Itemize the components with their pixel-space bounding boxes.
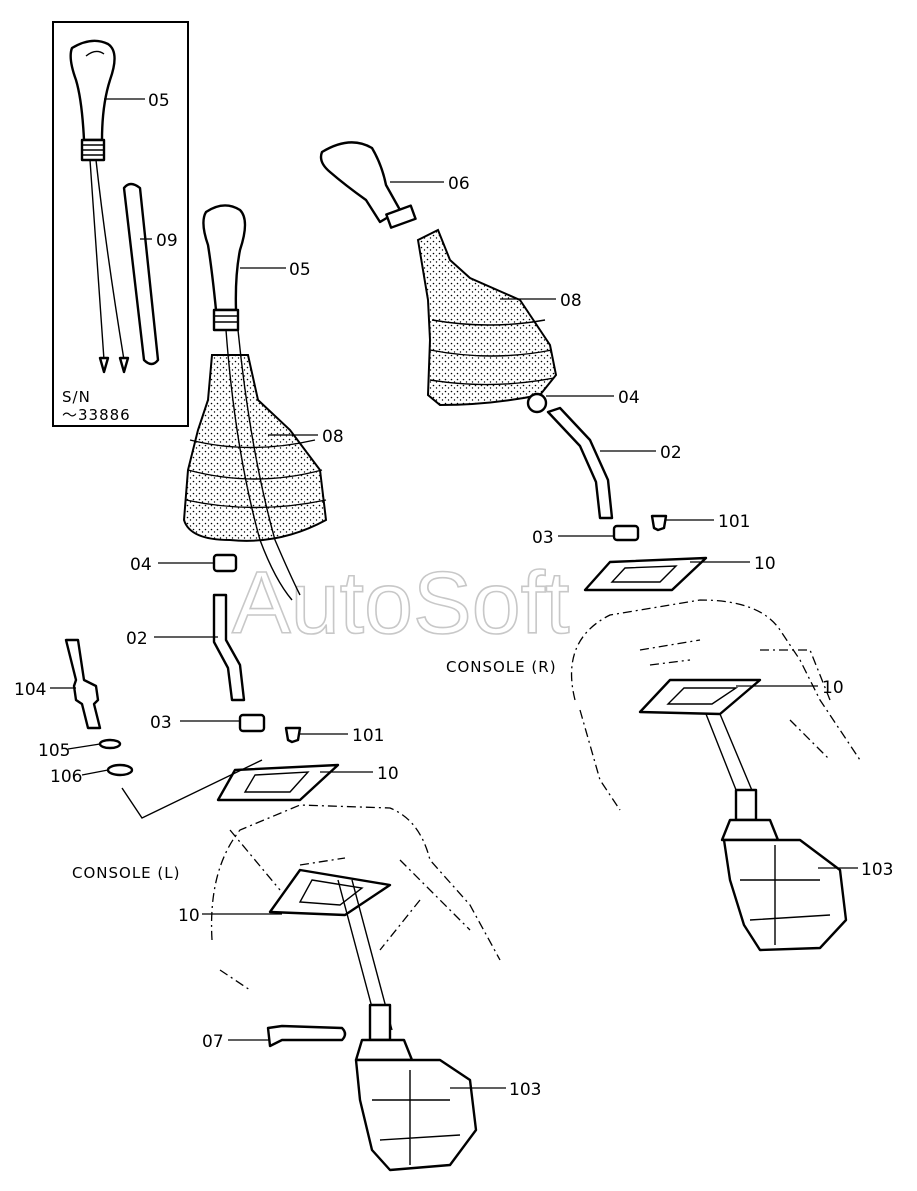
clip-106 bbox=[106, 763, 134, 777]
callout-08-left: 08 bbox=[322, 427, 344, 447]
cable-tie-07 bbox=[266, 1024, 347, 1048]
callout-10-left-top: 10 bbox=[377, 764, 399, 784]
callout-04-left: 04 bbox=[130, 555, 152, 575]
grip-05-left bbox=[202, 204, 247, 312]
nut-03-right bbox=[612, 524, 640, 542]
nut-03-left bbox=[238, 713, 266, 733]
pilot-valve-103-left bbox=[354, 1003, 478, 1172]
right-lever-assembly bbox=[319, 141, 861, 952]
callout-07: 07 bbox=[202, 1032, 224, 1052]
watermark: AutoSoft bbox=[232, 553, 570, 652]
tube-09 bbox=[122, 182, 160, 366]
bolt-101-right bbox=[650, 514, 668, 532]
plate-10-right-bottom bbox=[638, 678, 762, 716]
callout-101-left: 101 bbox=[352, 726, 384, 746]
callout-10-left-bottom: 10 bbox=[178, 906, 200, 926]
nut-04-left bbox=[212, 553, 238, 573]
pin-104 bbox=[64, 638, 102, 730]
grip-06 bbox=[319, 141, 402, 224]
callout-04-right: 04 bbox=[618, 388, 640, 408]
clip-105 bbox=[98, 738, 122, 750]
plate-10-left-top bbox=[216, 763, 340, 802]
console-left-label: CONSOLE (L) bbox=[72, 864, 181, 882]
callout-05-left: 05 bbox=[289, 260, 311, 280]
callout-10-right-bottom: 10 bbox=[822, 678, 844, 698]
callout-labels: 05 09 05 08 04 02 104 03 101 105 106 10 … bbox=[14, 91, 893, 1100]
bolt-101-left bbox=[284, 726, 302, 744]
callout-103-left: 103 bbox=[509, 1080, 541, 1100]
inset-box: S/N ～33886 bbox=[52, 21, 189, 427]
sn-range: ～33886 bbox=[62, 406, 131, 424]
leader-lines bbox=[50, 98, 858, 1089]
pilot-valve-103-right bbox=[720, 788, 848, 952]
callout-101-right: 101 bbox=[718, 512, 750, 532]
callout-10-right-top: 10 bbox=[754, 554, 776, 574]
callout-03-left: 03 bbox=[150, 713, 172, 733]
callout-08-right: 08 bbox=[560, 291, 582, 311]
callout-104: 104 bbox=[14, 680, 46, 700]
console-right-label: CONSOLE (R) bbox=[446, 658, 557, 676]
lever-rod-02-right bbox=[546, 406, 614, 520]
callout-105: 105 bbox=[38, 741, 70, 761]
callout-106: 106 bbox=[50, 767, 82, 787]
callout-02-left: 02 bbox=[126, 629, 148, 649]
plate-10-left-bottom bbox=[268, 868, 392, 917]
callout-06: 06 bbox=[448, 174, 470, 194]
callout-02-right: 02 bbox=[660, 443, 682, 463]
grip-05-inset bbox=[69, 39, 116, 142]
callout-03-right: 03 bbox=[532, 528, 554, 548]
plate-10-right-top bbox=[583, 556, 708, 592]
nut-04-right bbox=[526, 392, 548, 414]
callout-09: 09 bbox=[156, 231, 178, 251]
lever-rod-02-left bbox=[212, 593, 246, 702]
sn-label: S/N bbox=[62, 388, 91, 406]
left-lever-assembly bbox=[64, 204, 501, 1172]
callout-05-inset: 05 bbox=[148, 91, 170, 111]
callout-103-right: 103 bbox=[861, 860, 893, 880]
boot-08-right bbox=[416, 228, 558, 407]
